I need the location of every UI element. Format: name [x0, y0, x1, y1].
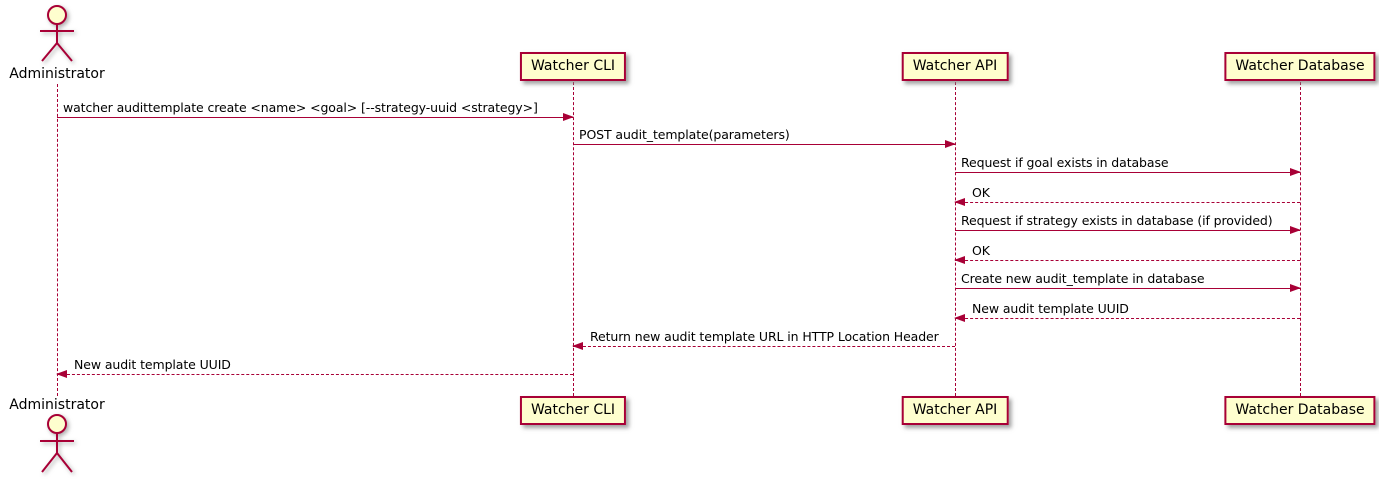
message-5: Request if strategy exists in database (… [955, 213, 1301, 234]
message-8-arrow [954, 314, 1300, 322]
message-9-label: Return new audit template URL in HTTP Lo… [590, 329, 939, 344]
message-5-label: Request if strategy exists in database (… [961, 213, 1273, 228]
message-3: Request if goal exists in database [955, 155, 1301, 176]
arrowhead-icon [954, 256, 965, 264]
message-1: watcher audittemplate create <name> <goa… [57, 100, 574, 121]
arrowhead-icon [572, 342, 583, 350]
message-9: Return new audit template URL in HTTP Lo… [572, 329, 955, 350]
participant-watcher-cli-bottom: Watcher CLI [519, 396, 627, 425]
lifeline-watcher-cli [573, 82, 574, 396]
actor-label-administrator-top: Administrator [9, 66, 105, 82]
arrowhead-icon [954, 314, 965, 322]
actor-administrator-icon [40, 414, 74, 473]
message-4-label: OK [972, 185, 990, 200]
message-3-arrow [955, 168, 1301, 176]
arrowhead-icon [1290, 284, 1301, 292]
message-2-arrow [573, 140, 956, 148]
message-5-arrow [955, 226, 1301, 234]
lifeline-watcher-database [1300, 82, 1301, 396]
message-10: New audit template UUID [56, 357, 573, 378]
message-7: Create new audit_template in database [955, 271, 1301, 292]
participant-watcher-api-top: Watcher API [901, 52, 1009, 81]
actor-label-administrator-bottom: Administrator [9, 397, 105, 413]
message-4-arrow [954, 198, 1300, 206]
arrowhead-icon [945, 140, 956, 148]
arrowhead-icon [1290, 226, 1301, 234]
message-1-arrow [57, 113, 574, 121]
arrowhead-icon [56, 370, 67, 378]
message-6: OK [954, 243, 1300, 264]
message-7-arrow [955, 284, 1301, 292]
message-8-label: New audit template UUID [972, 301, 1129, 316]
participant-watcher-database-bottom: Watcher Database [1224, 396, 1376, 425]
message-6-label: OK [972, 243, 990, 258]
participant-watcher-cli-top: Watcher CLI [519, 52, 627, 81]
message-9-arrow [572, 342, 955, 350]
lifeline-administrator [57, 84, 58, 396]
lifeline-watcher-api [955, 82, 956, 396]
message-1-label: watcher audittemplate create <name> <goa… [63, 100, 538, 115]
arrowhead-icon [563, 113, 574, 121]
message-8: New audit template UUID [954, 301, 1300, 322]
message-4: OK [954, 185, 1300, 206]
message-2: POST audit_template(parameters) [573, 127, 956, 148]
message-10-arrow [56, 370, 573, 378]
arrowhead-icon [1290, 168, 1301, 176]
message-6-arrow [954, 256, 1300, 264]
message-7-label: Create new audit_template in database [961, 271, 1205, 286]
participant-watcher-api-bottom: Watcher API [901, 396, 1009, 425]
message-10-label: New audit template UUID [74, 357, 231, 372]
message-3-label: Request if goal exists in database [961, 155, 1169, 170]
arrowhead-icon [954, 198, 965, 206]
message-2-label: POST audit_template(parameters) [579, 127, 790, 142]
participant-watcher-database-top: Watcher Database [1224, 52, 1376, 81]
actor-administrator-icon [40, 5, 74, 62]
